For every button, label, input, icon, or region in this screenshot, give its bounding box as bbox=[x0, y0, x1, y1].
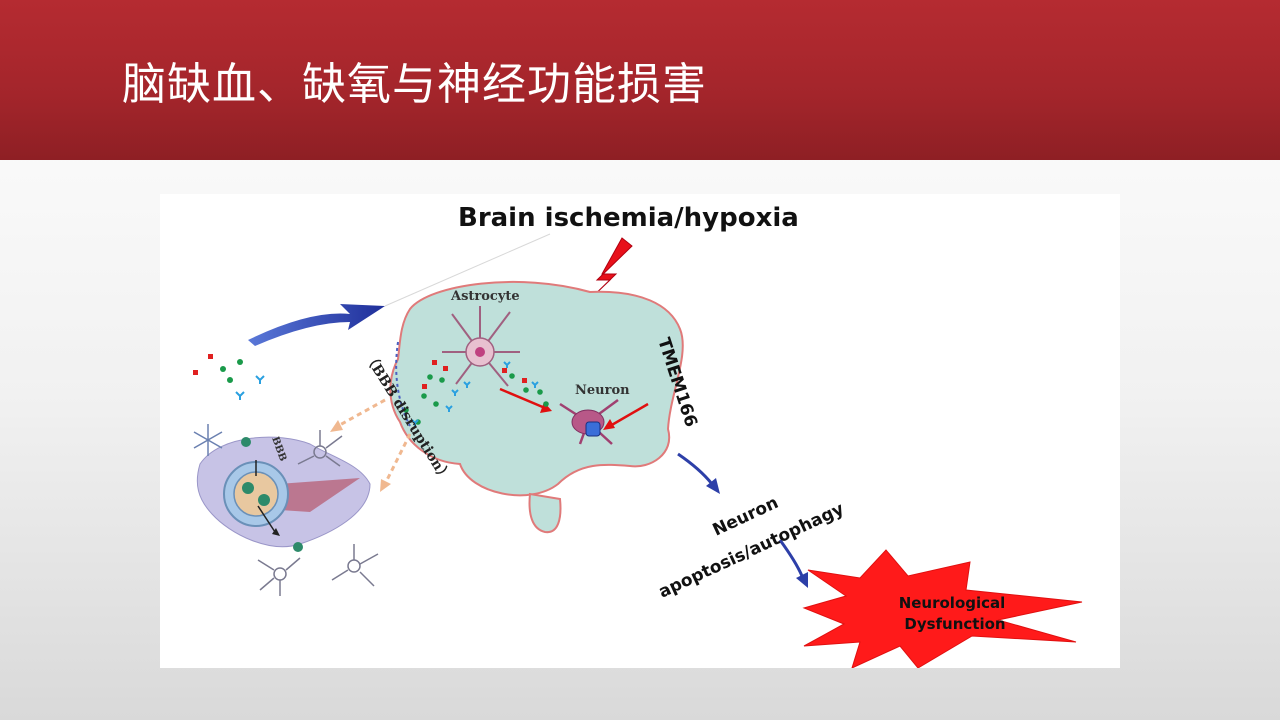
red-arrow-2 bbox=[603, 402, 649, 430]
slide-title: 脑缺血、缺氧与神经功能损害 bbox=[122, 59, 707, 110]
particles-barrier bbox=[403, 360, 471, 426]
outline-neuron-3 bbox=[331, 544, 379, 587]
brain-dashed-edge bbox=[395, 341, 411, 427]
dashed-arrow-1 bbox=[330, 398, 386, 432]
neuron-label: Neuron bbox=[575, 383, 630, 398]
pathway-diagram: Brain ischemia/hypoxia Astrocyte bbox=[193, 203, 1083, 668]
blue-arrow-2 bbox=[778, 539, 808, 588]
astrocyte-label: Astrocyte bbox=[450, 289, 520, 304]
particles-inside bbox=[502, 361, 549, 407]
big-blue-arrow bbox=[248, 304, 385, 346]
dysfunction-burst bbox=[802, 549, 1083, 668]
guide-line-top bbox=[384, 233, 551, 307]
astrocyte-nucleus bbox=[475, 347, 485, 357]
outline-neuron-2 bbox=[257, 557, 301, 596]
brain-stem bbox=[528, 492, 562, 534]
title-bar: 脑缺血、缺氧与神经功能损害 bbox=[0, 0, 1280, 160]
figure-heading: Brain ischemia/hypoxia bbox=[458, 203, 799, 233]
result-line2: Dysfunction bbox=[904, 615, 1005, 633]
tmem166-receptor bbox=[585, 421, 601, 437]
figure-panel: Brain ischemia/hypoxia Astrocyte bbox=[160, 194, 1120, 668]
blue-arrow-1 bbox=[677, 452, 720, 494]
particles-outside bbox=[193, 354, 265, 400]
result-line1: Neurological bbox=[899, 594, 1006, 612]
outline-neuron-1 bbox=[297, 430, 343, 467]
snowflake-icon bbox=[193, 424, 223, 456]
dashed-arrow-2 bbox=[380, 433, 412, 492]
bbb-panel bbox=[196, 436, 371, 552]
red-arrow-1 bbox=[499, 387, 552, 413]
